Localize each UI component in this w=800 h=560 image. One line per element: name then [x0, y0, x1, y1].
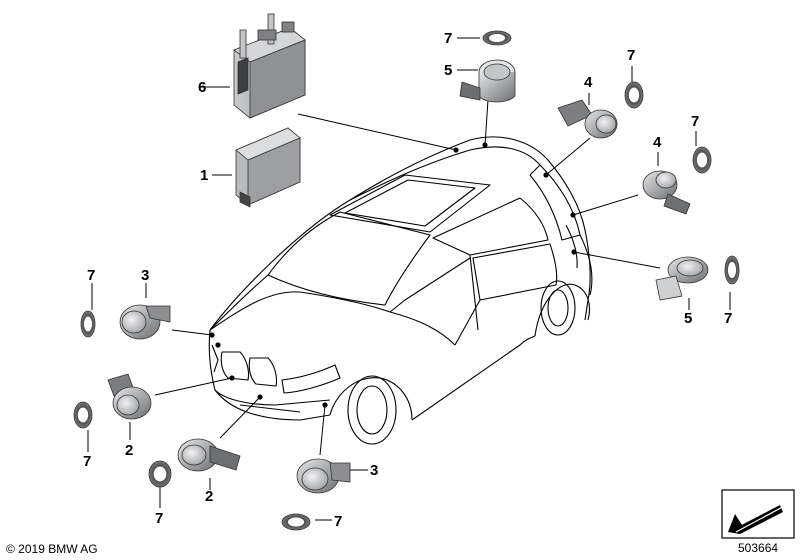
part-3-sensor-left — [119, 304, 171, 340]
callout-7-bottom: 7 — [334, 513, 342, 530]
callout-4-right: 4 — [653, 134, 662, 151]
part-2-sensor-left — [107, 373, 152, 420]
callout-5-right: 5 — [684, 310, 692, 327]
callout-2-center: 2 — [205, 488, 213, 505]
part-1-control-unit — [235, 127, 301, 208]
callout-7-left: 7 — [87, 267, 95, 284]
callout-7-upper-right: 7 — [627, 47, 635, 64]
car-outline — [208, 136, 593, 445]
part-6-control-unit-with-bracket — [233, 13, 306, 119]
copyright-text: © 2019 BMW AG — [6, 542, 98, 556]
diagram-number: 503664 — [738, 541, 779, 555]
part-3-sensor-bottom — [296, 458, 351, 494]
callout-7-right: 7 — [691, 113, 699, 130]
callout-6: 6 — [198, 79, 206, 96]
callout-7-top: 7 — [444, 30, 452, 47]
callout-7-lower-left: 7 — [83, 453, 91, 470]
part-4-sensor-upper — [557, 99, 618, 139]
callout-7-far-right: 7 — [724, 310, 732, 327]
callout-labels: 6 1 7 5 4 7 4 7 5 7 7 3 2 7 2 7 3 7 — [83, 30, 732, 530]
part-5-sensor-right — [655, 256, 709, 301]
callout-2-left: 2 — [125, 442, 133, 459]
callout-3-left: 3 — [141, 267, 149, 284]
callout-5-top: 5 — [444, 62, 452, 79]
callout-3-bottom: 3 — [370, 462, 378, 479]
part-7-rings — [73, 30, 740, 531]
part-5-sensor-top — [459, 59, 516, 103]
callout-4-upper: 4 — [584, 74, 593, 91]
part-4-sensor-right — [642, 170, 691, 215]
callout-7-bottom-left: 7 — [155, 510, 163, 527]
leader-lines — [87, 37, 731, 521]
diagram-symbol — [721, 489, 795, 539]
part-2-sensor-center — [177, 438, 241, 472]
callout-1: 1 — [200, 167, 208, 184]
